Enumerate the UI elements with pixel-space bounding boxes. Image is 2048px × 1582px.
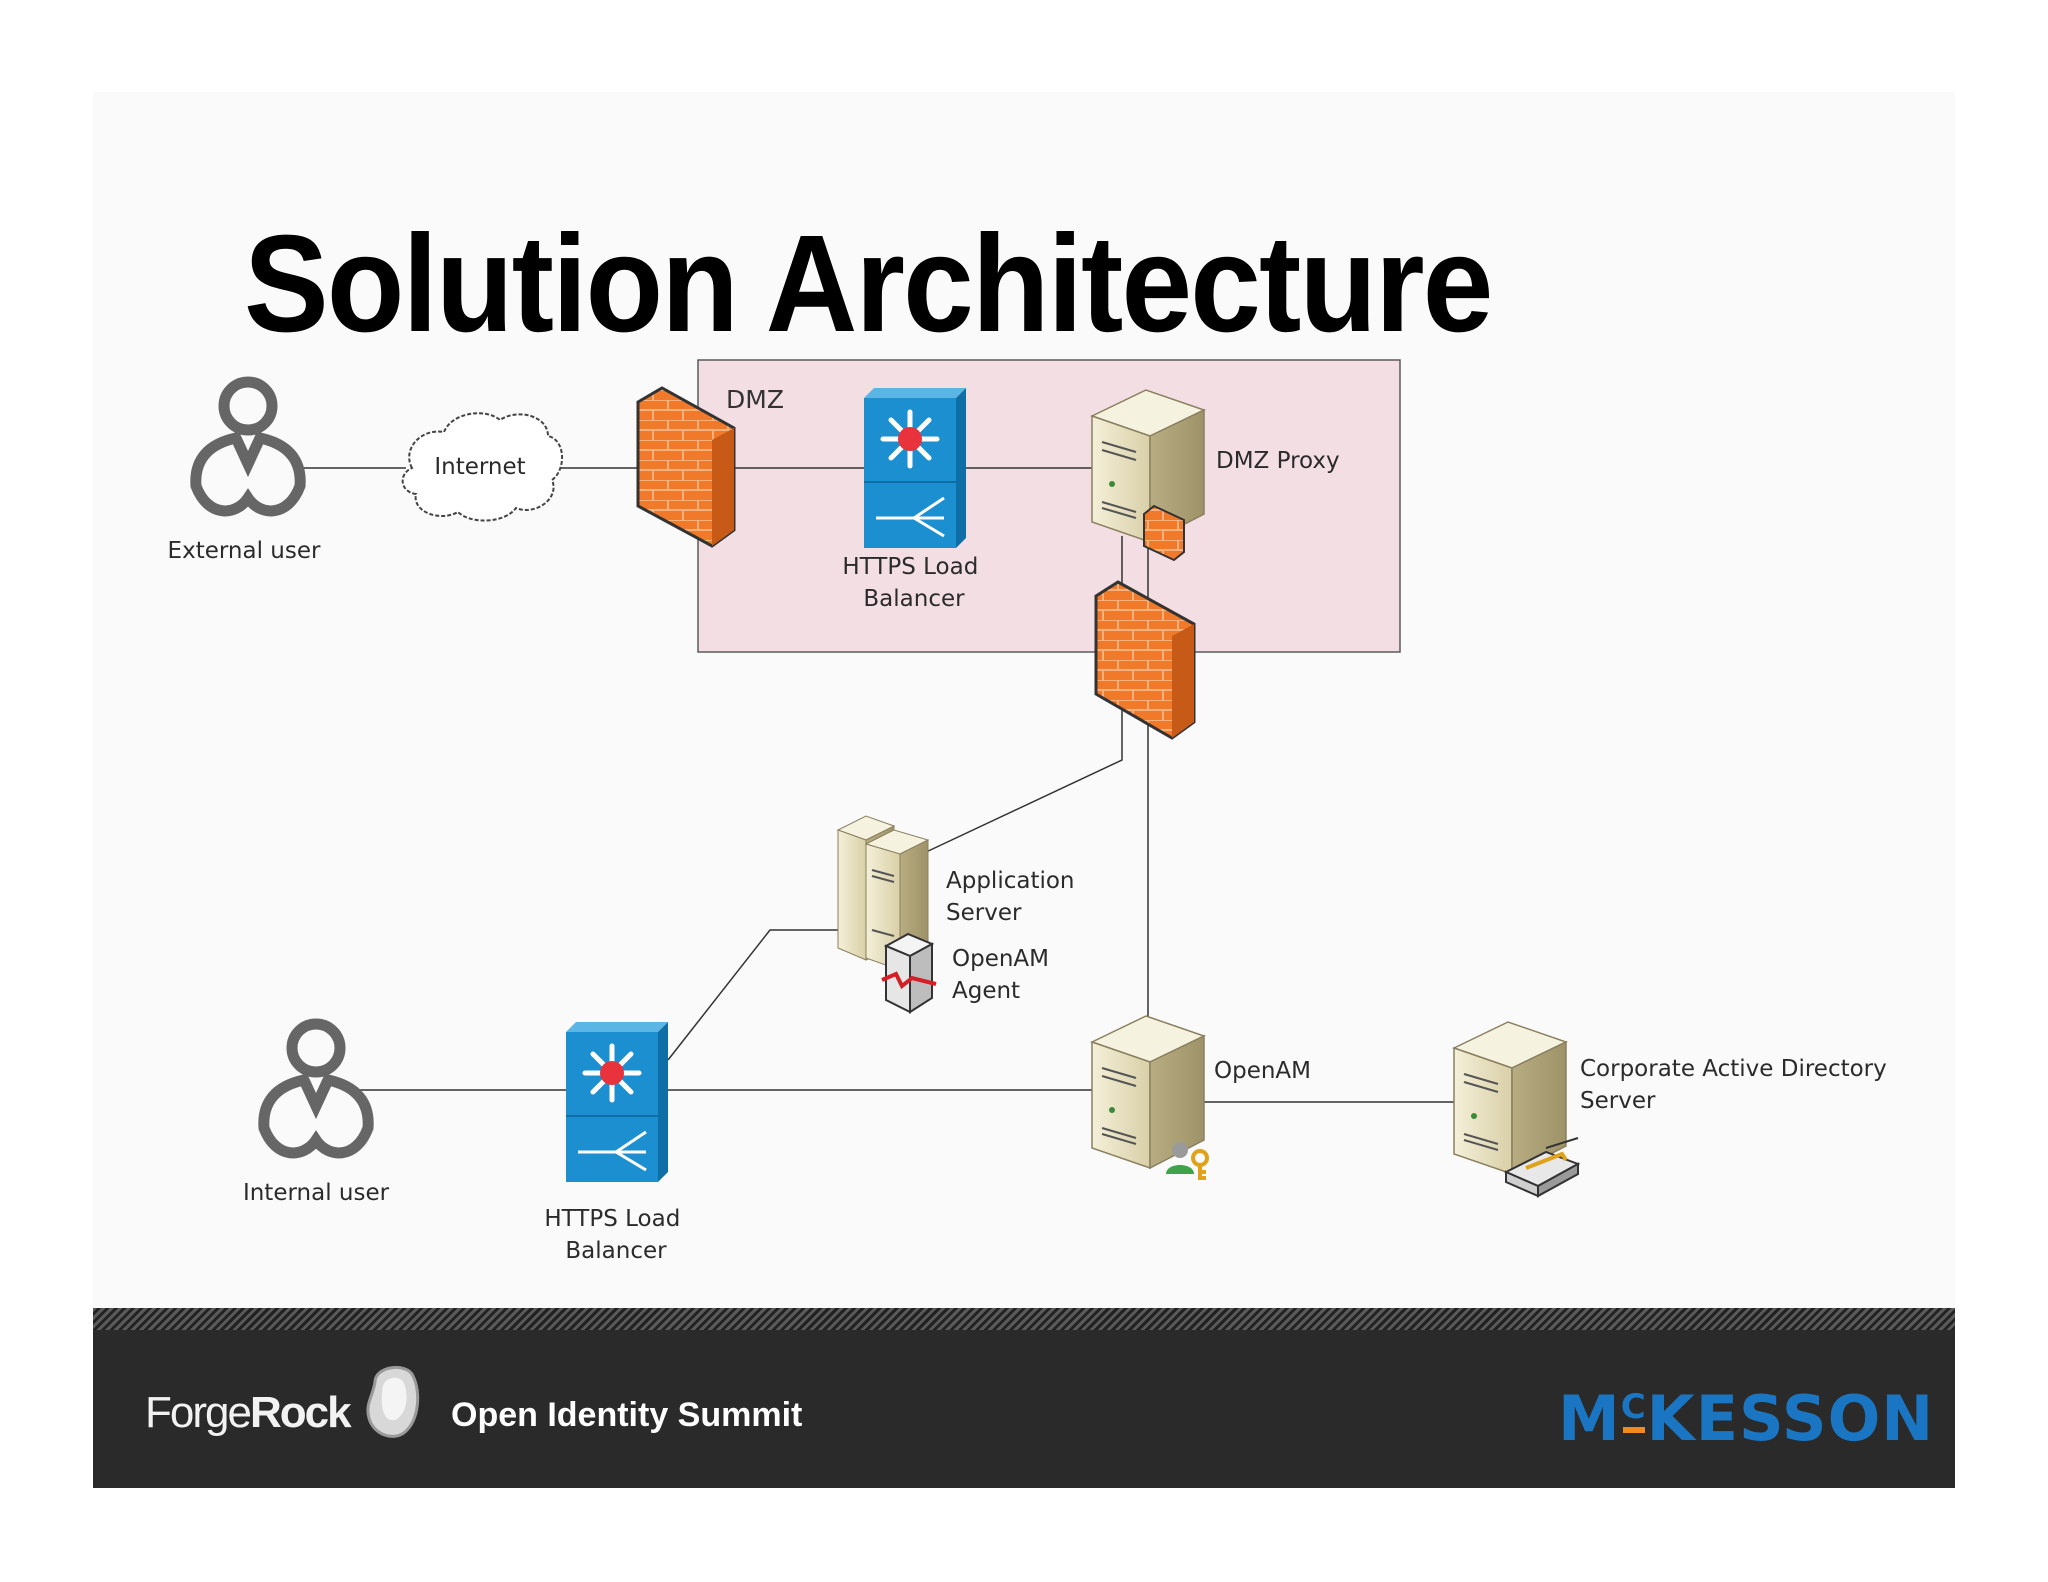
- footer-stripe: [93, 1308, 1955, 1330]
- dmz-proxy-label: DMZ Proxy: [1216, 448, 1340, 474]
- dmz-load-balancer-label-line1: HTTPS Load: [842, 554, 978, 580]
- forgerock-logo: ForgeRock: [145, 1388, 352, 1438]
- firewall-icon: [1143, 504, 1185, 562]
- active-directory-label-line2: Server: [1580, 1088, 1656, 1114]
- load-balancer-icon: [566, 1022, 668, 1182]
- forgerock-logo-light: Forge: [145, 1388, 252, 1437]
- external-user-label: External user: [168, 538, 321, 564]
- server-cluster-icon: [836, 815, 930, 971]
- key-icon: [1166, 1142, 1209, 1180]
- active-directory-label-line1: Corporate Active Directory: [1580, 1056, 1887, 1082]
- link-lb-appserver: [667, 929, 840, 1061]
- mckesson-logo-rest: KESSON: [1646, 1382, 1935, 1455]
- application-server-label-line2: Server: [946, 900, 1022, 926]
- forgerock-rock-icon: [366, 1366, 420, 1438]
- forgerock-logo-bold: Rock: [249, 1388, 352, 1437]
- slide-background: [93, 92, 1955, 1488]
- user-icon: [258, 1018, 374, 1159]
- server-icon: [1090, 389, 1206, 544]
- internal-user-label: Internal user: [243, 1180, 390, 1206]
- agent-icon: [881, 932, 937, 1014]
- load-balancer-icon: [864, 388, 966, 548]
- cloud-icon: [401, 412, 564, 522]
- dmz-zone-label: DMZ: [726, 385, 784, 414]
- dmz-load-balancer-label-line2: Balancer: [863, 586, 965, 612]
- openam-agent-label-line2: Agent: [952, 978, 1020, 1004]
- internal-load-balancer-label-line1: HTTPS Load: [544, 1206, 680, 1232]
- server-icon: [1090, 1015, 1206, 1170]
- mckesson-logo: MCKESSON: [1558, 1382, 1934, 1455]
- server-icon: [1452, 1021, 1568, 1176]
- application-server-label-line1: Application: [946, 868, 1075, 894]
- user-icon: [190, 376, 306, 517]
- mckesson-logo-m: M: [1558, 1382, 1621, 1455]
- active-directory-label: Corporate Active Directory Server: [1580, 1056, 1894, 1114]
- footer-bar: ForgeRock Open Identity Summit MCKESSON: [93, 1308, 1955, 1488]
- internet-label: Internet: [434, 454, 525, 480]
- firewall-icon: [1094, 580, 1196, 740]
- openam-agent-label: OpenAM Agent: [952, 946, 1056, 1004]
- application-server-label: Application Server: [946, 868, 1082, 926]
- firewall-icon: [636, 386, 736, 548]
- directory-icon: [1503, 1137, 1581, 1198]
- mckesson-logo-c: C: [1620, 1387, 1647, 1427]
- internal-load-balancer-label-line2: Balancer: [565, 1238, 667, 1264]
- openam-agent-label-line1: OpenAM: [952, 946, 1049, 972]
- event-name: Open Identity Summit: [451, 1396, 803, 1434]
- dmz-zone: [697, 359, 1401, 653]
- openam-label: OpenAM: [1214, 1058, 1311, 1084]
- dmz-load-balancer-label: HTTPS Load Balancer: [842, 554, 985, 612]
- slide-title: Solution Architecture: [244, 207, 1493, 361]
- internal-load-balancer-label: HTTPS Load Balancer: [544, 1206, 687, 1264]
